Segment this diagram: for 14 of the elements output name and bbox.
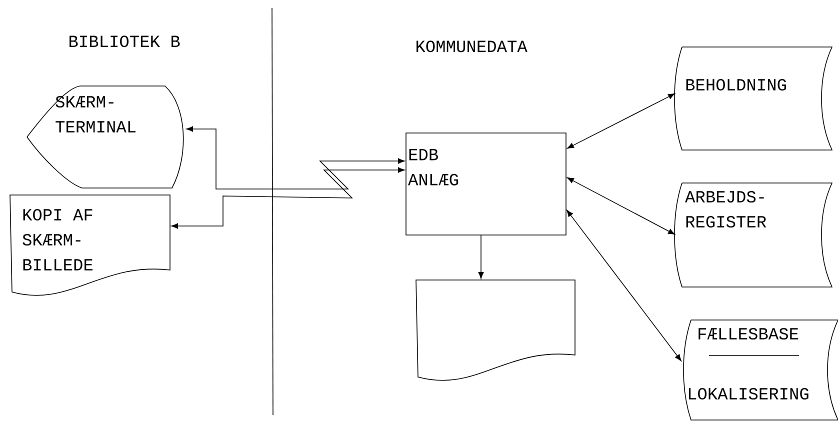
arrow [567,177,675,235]
stored-data-shape: BEHOLDNING [674,46,832,150]
heading: KOMMUNEDATA [416,40,528,52]
arrow [567,93,675,149]
arrow [171,167,405,229]
document-shape [416,280,576,381]
process-box: EDB ANLÆG [406,132,566,236]
arrow [478,234,484,279]
stored-data-shape: FÆLLESBASE LOKALISERING [683,320,838,420]
stored-data-shape: ARBEJDS-REGISTER [674,182,832,288]
arrow [566,210,682,362]
arrow [186,126,405,190]
heading: BIBLIOTEK B [70,36,180,48]
display-shape: SKÆRM-TERMINAL [26,86,184,188]
